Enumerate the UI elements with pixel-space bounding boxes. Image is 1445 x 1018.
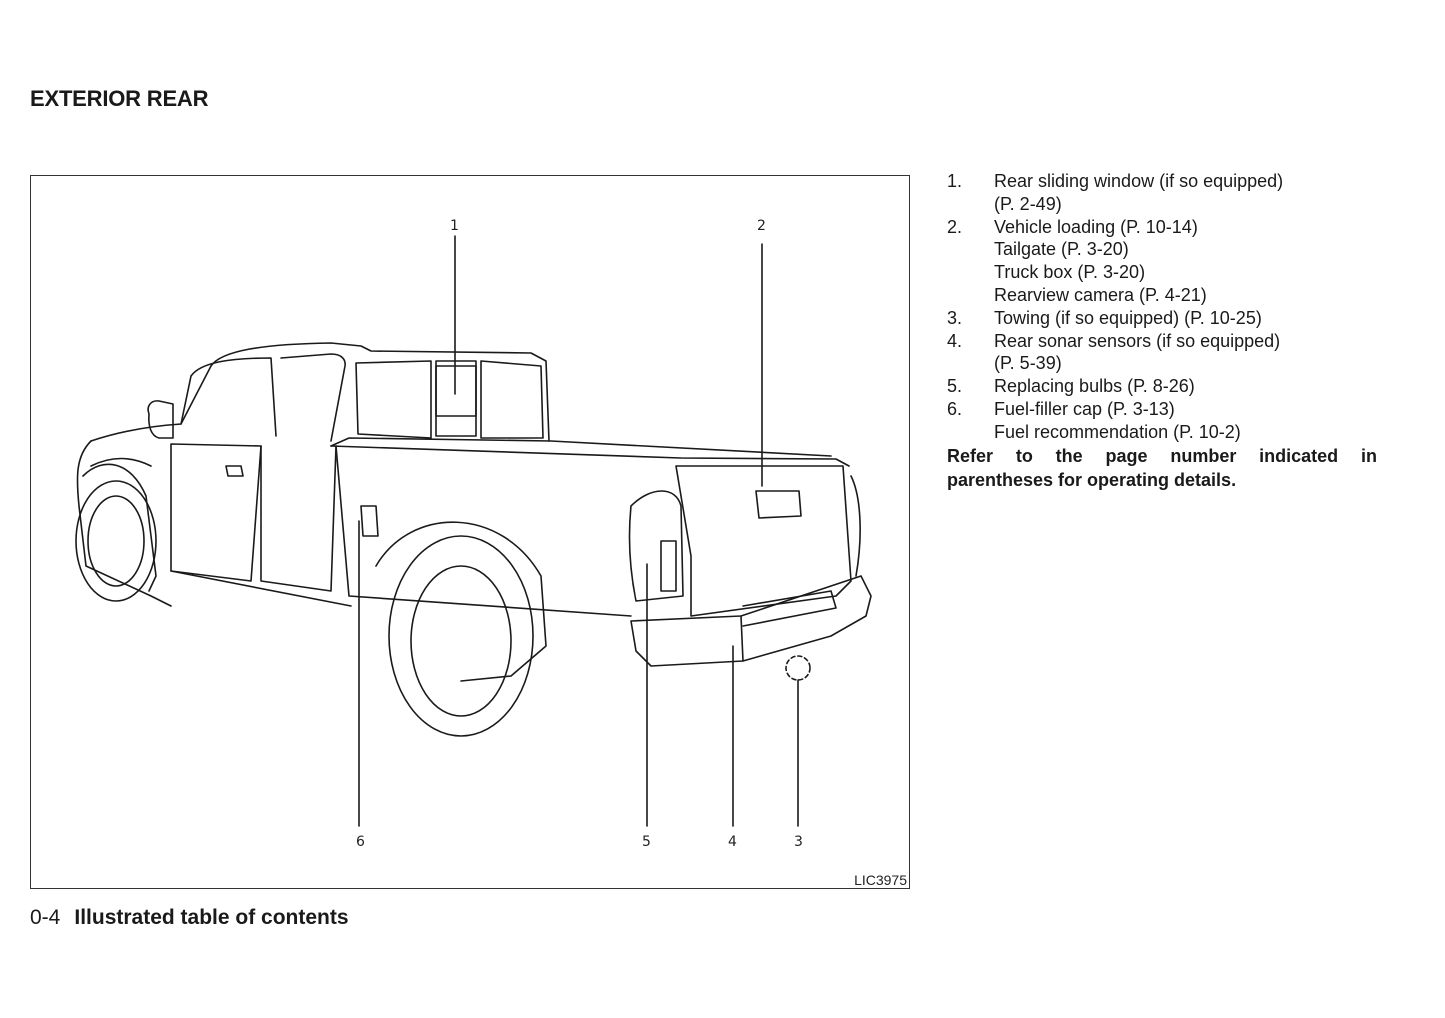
legend-text: Fuel recommendation (P. 10-2) — [994, 421, 1241, 442]
legend-text: Vehicle loading (P. 10-14) — [994, 216, 1198, 237]
legend-text: Towing (if so equipped) (P. 10-25) — [994, 307, 1262, 328]
legend-text: Truck box (P. 3-20) — [994, 262, 1146, 283]
legend-item-4: 4. Rear sonar sensors (if so equipped) (… — [947, 330, 1377, 376]
legend: 1. Rear sliding window (if so equipped) … — [947, 170, 1377, 492]
callout-6: 6 — [356, 834, 365, 850]
page-number: 0-4 — [30, 906, 61, 929]
legend-text: (P. 5-39) — [994, 353, 1062, 374]
legend-number: 3. — [947, 307, 963, 328]
legend-item-2: 2. Vehicle loading (P. 10-14) Tailgate (… — [947, 216, 1377, 307]
legend-text: Rear sonar sensors (if so equipped) — [994, 330, 1281, 351]
callout-5: 5 — [642, 834, 651, 850]
legend-text: (P. 2-49) — [994, 193, 1062, 214]
legend-note: Refer to the page number indicated in pa… — [947, 445, 1377, 490]
callout-1: 1 — [450, 218, 459, 234]
legend-text: Replacing bulbs (P. 8-26) — [994, 376, 1195, 397]
legend-text: Rearview camera (P. 4-21) — [994, 284, 1207, 305]
legend-number: 2. — [947, 216, 963, 237]
pickup-truck-drawing — [75, 235, 872, 827]
callout-4: 4 — [728, 834, 737, 850]
truck-rear-illustration: 1 2 3 4 5 6 LIC3975 — [30, 175, 910, 889]
callout-3: 3 — [794, 834, 803, 850]
legend-text: Fuel-filler cap (P. 3-13) — [994, 398, 1175, 419]
page-footer: 0-4 Illustrated table of contents — [30, 906, 349, 930]
legend-number: 1. — [947, 171, 963, 191]
legend-number: 4. — [947, 330, 963, 351]
legend-number: 5. — [947, 376, 963, 397]
figure-id: LIC3975 — [854, 872, 907, 888]
legend-number: 6. — [947, 398, 963, 419]
callout-2: 2 — [757, 218, 766, 234]
section-title: EXTERIOR REAR — [30, 86, 209, 111]
legend-item-1: 1. Rear sliding window (if so equipped) … — [947, 170, 1377, 216]
footer-title: Illustrated table of contents — [74, 906, 349, 929]
legend-text: Tailgate (P. 3-20) — [994, 239, 1129, 260]
legend-item-6: 6. Fuel-filler cap (P. 3-13) Fuel recomm… — [947, 398, 1377, 444]
legend-item-5: 5. Replacing bulbs (P. 8-26) — [947, 375, 1377, 398]
legend-item-3: 3. Towing (if so equipped) (P. 10-25) — [947, 307, 1377, 330]
legend-text: Rear sliding window (if so equipped) — [994, 171, 1284, 191]
